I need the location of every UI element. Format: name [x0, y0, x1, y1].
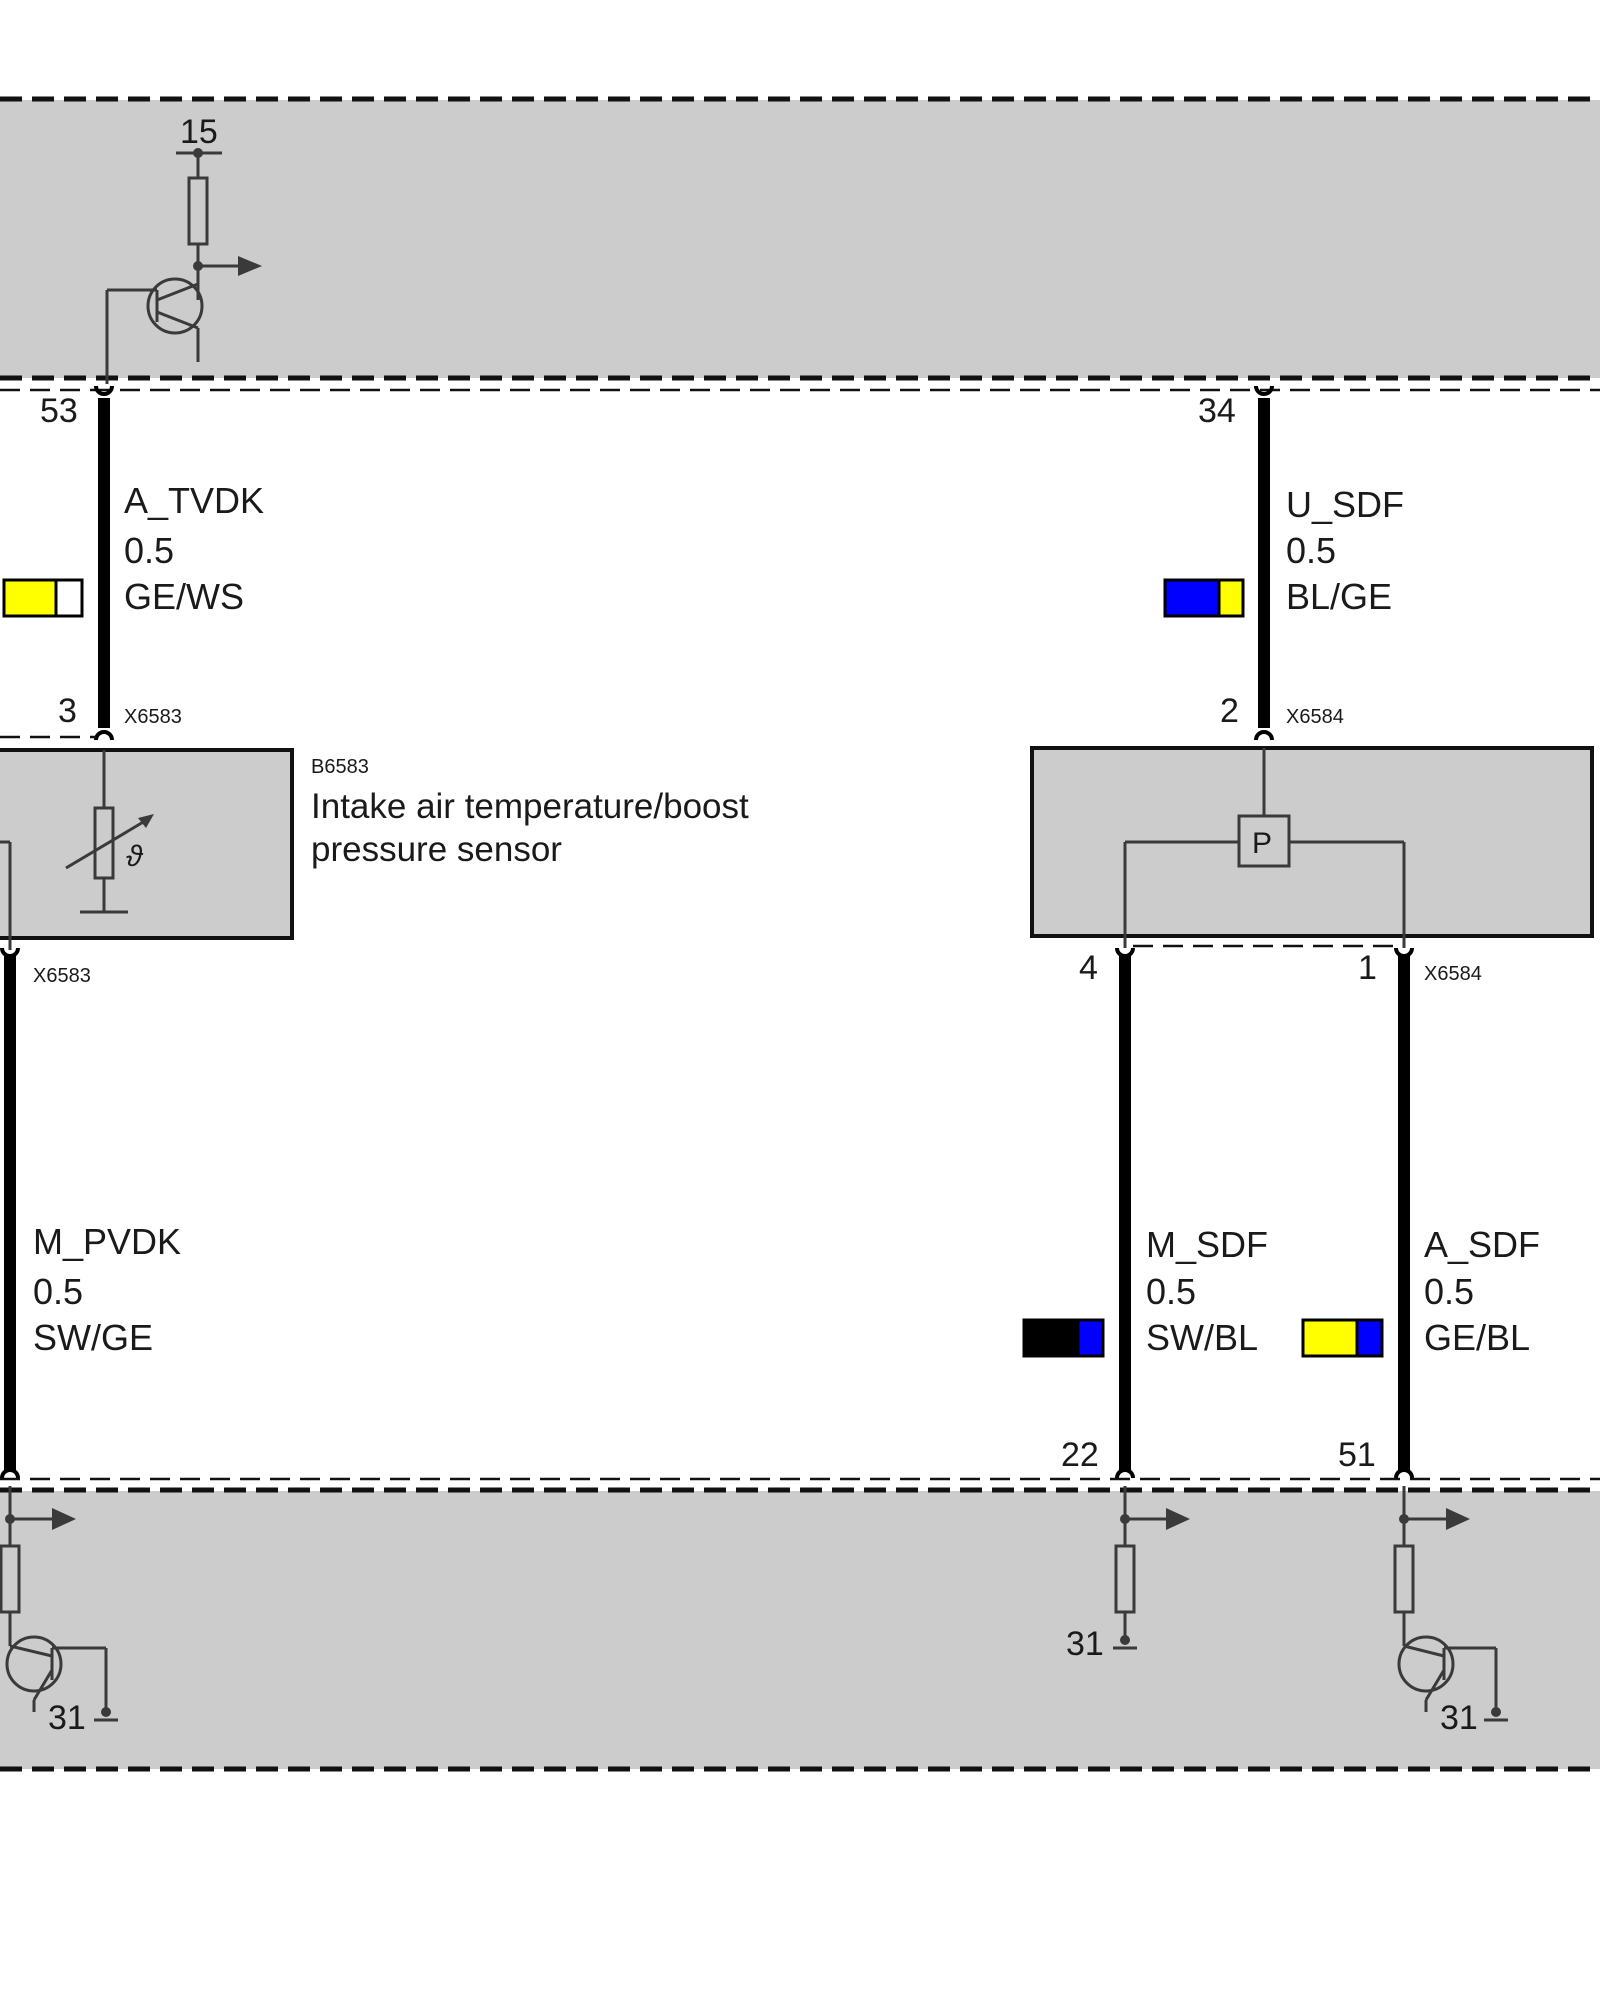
- swatch-white: [54, 578, 84, 618]
- output-arrow-icon: [238, 256, 262, 276]
- pin-2-label: 2: [1220, 692, 1239, 730]
- ground-31-left: 31: [48, 1699, 86, 1737]
- input-arrow-icon: [1166, 1508, 1190, 1530]
- color-swatch-ge-bl: [1301, 1318, 1384, 1358]
- color-code-u-sdf: BL/GE: [1286, 576, 1392, 617]
- bottom-left-input-circuit: 31: [0, 1486, 118, 1737]
- pin-34-label: 34: [1198, 392, 1236, 430]
- color-code-m-sdf: SW/BL: [1146, 1317, 1258, 1358]
- bottom-control-module: [0, 1477, 1600, 1772]
- signal-m-pvdk-label: M_PVDK: [33, 1221, 181, 1262]
- cross-section-u-sdf: 0.5: [1286, 530, 1336, 571]
- top-control-module: [0, 96, 1600, 392]
- component-id-b6583: B6583: [311, 756, 369, 778]
- swatch-blue: [1355, 1318, 1384, 1358]
- signal-u-sdf-label: U_SDF: [1286, 484, 1404, 525]
- signal-a-sdf-label: A_SDF: [1424, 1224, 1540, 1265]
- intake-air-temp-boost-sensor: ϑ B6583 Intake air temperature/boost pre…: [0, 748, 749, 950]
- pin-3-label: 3: [58, 692, 77, 730]
- signal-a-tvdk-label: A_TVDK: [124, 480, 264, 521]
- color-code-m-pvdk: SW/GE: [33, 1317, 153, 1358]
- swatch-black: [1022, 1318, 1080, 1358]
- wire-m-pvdk: X6583 M_PVDK 0.5 SW/GE: [0, 947, 181, 1479]
- bottom-mid-input-circuit: 31: [1066, 1486, 1190, 1663]
- cross-section-m-pvdk: 0.5: [33, 1271, 83, 1312]
- connector-x6583-top: X6583: [124, 706, 182, 728]
- swatch-yellow: [2, 578, 58, 618]
- pin-4-label: 4: [1079, 949, 1098, 987]
- transistor-icon: [5, 1635, 63, 1693]
- color-swatch-sw-bl: [1022, 1318, 1105, 1358]
- wire-a-sdf: A_SDF 0.5 GE/BL 51: [1301, 947, 1540, 1479]
- color-code-a-sdf: GE/BL: [1424, 1317, 1530, 1358]
- color-code-a-tvdk: GE/WS: [124, 576, 244, 617]
- input-arrow-icon: [1446, 1508, 1470, 1530]
- transistor-icon: [1397, 1635, 1455, 1693]
- pressure-symbol: P: [1252, 827, 1272, 860]
- temperature-symbol-icon: ϑ: [126, 840, 144, 873]
- swatch-yellow: [1217, 578, 1245, 618]
- sensor-name-line1: Intake air temperature/boost: [311, 787, 749, 826]
- bottom-right-input-circuit: 31: [1393, 1486, 1508, 1737]
- npn-transistor-icon: [146, 277, 204, 335]
- cross-section-a-tvdk: 0.5: [124, 530, 174, 571]
- swatch-blue: [1076, 1318, 1105, 1358]
- pin-53-label: 53: [40, 392, 78, 430]
- top-driver-circuit: 15: [105, 113, 262, 384]
- ground-31-right: 31: [1440, 1699, 1478, 1737]
- pin-1-label: 1: [1358, 949, 1377, 987]
- sensor-name-line2: pressure sensor: [311, 830, 562, 869]
- pin-51-label: 51: [1338, 1436, 1376, 1474]
- input-arrow-icon: [52, 1508, 76, 1530]
- pressure-sensor: P 4 1 X6584: [1030, 746, 1594, 987]
- wire-m-sdf: M_SDF 0.5 SW/BL 22: [1022, 947, 1268, 1479]
- wire-u-sdf: 34 U_SDF 0.5 BL/GE 2 X6584: [1163, 385, 1404, 741]
- supply-pin-label: 15: [180, 113, 218, 151]
- signal-m-sdf-label: M_SDF: [1146, 1224, 1268, 1265]
- cross-section-m-sdf: 0.5: [1146, 1271, 1196, 1312]
- connector-x6584-top: X6584: [1286, 706, 1344, 728]
- ground-31-mid: 31: [1066, 1625, 1104, 1663]
- color-swatch-bl-ge: [1163, 578, 1245, 618]
- connector-x6583-bottom: X6583: [33, 965, 91, 987]
- cross-section-a-sdf: 0.5: [1424, 1271, 1474, 1312]
- connector-x6584-bottom: X6584: [1424, 963, 1482, 985]
- swatch-yellow: [1301, 1318, 1359, 1358]
- wire-a-tvdk: 53 A_TVDK 0.5 GE/WS 3 X6583: [0, 385, 264, 741]
- color-swatch-ge-ws: [2, 578, 84, 618]
- swatch-blue: [1163, 578, 1221, 618]
- pin-22-label: 22: [1061, 1436, 1099, 1474]
